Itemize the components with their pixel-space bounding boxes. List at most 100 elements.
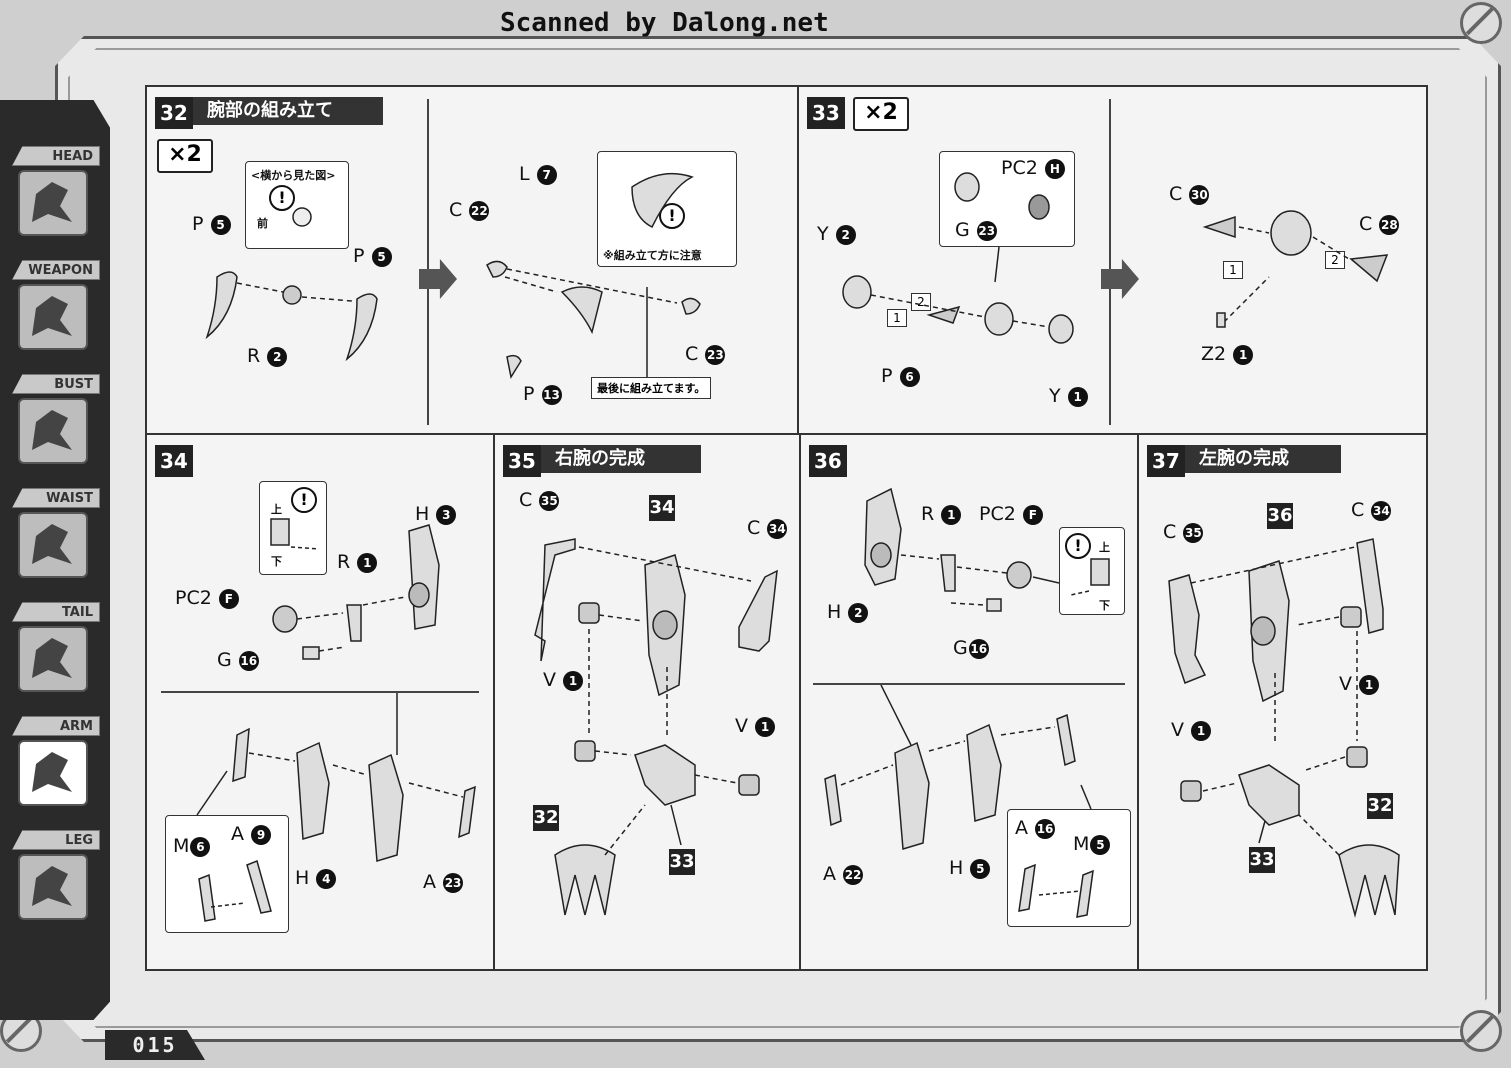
sequence-number: 1 (887, 309, 907, 327)
part-label: H 2 (827, 601, 869, 623)
step-34-illustration (196, 518, 476, 922)
divider (813, 683, 1125, 685)
part-label: Z2 1 (1201, 343, 1254, 365)
sidebar-tab-weapon[interactable]: WEAPON (8, 260, 100, 364)
last-assembly-note: 最後に組み立てます。 (591, 377, 712, 399)
ref-step-badge: 32 (1367, 793, 1393, 819)
weapon-icon (18, 284, 88, 350)
part-label: G 23 (955, 219, 997, 241)
sidebar-tab-bust[interactable]: BUST (8, 374, 100, 478)
part-label: A 9 (231, 823, 272, 845)
step-number: 33 (807, 97, 845, 129)
part-label: P 5 (192, 213, 231, 235)
step-35-panel: 35 右腕の完成 C 35 C 34 V 1 V 1 34 32 33 (493, 433, 801, 971)
part-label: C 34 (1351, 499, 1392, 521)
step-number: 34 (155, 445, 193, 477)
part-label: C 28 (1359, 213, 1400, 235)
sequence-number: 2 (911, 293, 931, 311)
caution-icon: ! (1065, 533, 1091, 559)
bust-icon (18, 398, 88, 464)
caution-icon: ! (291, 487, 317, 513)
part-label: Y 2 (817, 223, 856, 245)
step-37-panel: 37 左腕の完成 C 35 C 34 V 1 V 1 36 32 33 (1137, 433, 1428, 971)
part-label: A 22 (823, 863, 864, 885)
waist-icon (18, 512, 88, 578)
part-label: PC2 F (979, 503, 1043, 525)
sidebar-tab-leg[interactable]: LEG (8, 830, 100, 934)
sidebar-tab-arm[interactable]: ARM (8, 716, 100, 820)
arm-icon (18, 740, 88, 806)
sidebar-tab-label: TAIL (12, 602, 100, 622)
ref-step-badge: 33 (1249, 847, 1275, 873)
part-label: A 16 (1015, 817, 1056, 839)
part-label: G 16 (217, 649, 259, 671)
down-label: 下 (271, 555, 282, 568)
part-label: Y 1 (1049, 385, 1088, 407)
part-label: L 7 (519, 163, 557, 185)
part-label: H 5 (949, 857, 991, 879)
part-label: A 23 (423, 871, 464, 893)
step-number: 37 (1147, 445, 1185, 477)
ref-step-badge: 32 (533, 805, 559, 831)
sidebar-tab-label: HEAD (12, 146, 100, 166)
corner-gear-icon (1460, 2, 1502, 44)
sidebar-tab-waist[interactable]: WAIST (8, 488, 100, 592)
part-label: PC2 F (175, 587, 239, 609)
sidebar-tab-label: ARM (12, 716, 100, 736)
sequence-number: 1 (1223, 261, 1243, 279)
step-33-panel: 33 ×2 PC2 H G 23 Y 2 P 6 Y 1 C 30 C 28 Z… (797, 85, 1428, 435)
divider (427, 99, 429, 425)
ref-step-badge: 33 (669, 849, 695, 875)
step-title: 腕部の組み立て (193, 97, 383, 125)
ref-step-badge: 36 (1267, 503, 1293, 529)
step-36-illustration (824, 487, 1110, 918)
sidebar-tab-tail[interactable]: TAIL (8, 602, 100, 706)
step-number: 35 (503, 445, 541, 477)
sequence-number: 2 (1325, 251, 1345, 269)
tail-icon (18, 626, 88, 692)
up-label: 上 (1099, 541, 1110, 554)
part-label: H 4 (295, 867, 337, 889)
sidebar-tab-label: WEAPON (12, 260, 100, 280)
part-label: R 1 (921, 503, 962, 525)
part-label: C 34 (747, 517, 788, 539)
part-label: C 23 (685, 343, 726, 365)
caution-icon: ! (269, 185, 295, 211)
side-view-callout (245, 161, 349, 249)
caution-note: ※組み立て方に注意 (603, 249, 702, 262)
part-label: H 3 (415, 503, 457, 525)
step-32-illustration (205, 172, 701, 379)
leg-icon (18, 854, 88, 920)
step-35-illustration (534, 538, 778, 916)
part-label: V 1 (543, 669, 584, 691)
scan-credit: Scanned by Dalong.net (500, 8, 829, 38)
step-32-panel: 32 腕部の組み立て ×2 <横から見た図> ! 前 P 5 P 5 R 2 L… (145, 85, 799, 435)
divider (161, 691, 479, 693)
part-label: V 1 (1171, 719, 1212, 741)
part-label: P 13 (523, 383, 562, 405)
step-37-illustration (1168, 538, 1400, 918)
part-label: C 35 (1163, 521, 1204, 543)
part-label: P 6 (881, 365, 920, 387)
corner-gear-icon (1460, 1010, 1502, 1052)
step-title: 右腕の完成 (541, 445, 701, 473)
ref-step-badge: 34 (649, 495, 675, 521)
part-label: R 1 (337, 551, 378, 573)
page-number: 015 (105, 1030, 205, 1060)
step-title: 左腕の完成 (1185, 445, 1341, 473)
sidebar-tab-head[interactable]: HEAD (8, 146, 100, 250)
step-33-illustration (842, 172, 1389, 344)
part-label: P 5 (353, 245, 392, 267)
sidebar-tab-label: WAIST (12, 488, 100, 508)
down-label: 下 (1099, 599, 1110, 612)
sidebar-tab-label: LEG (12, 830, 100, 850)
quantity-box: ×2 (853, 97, 909, 131)
head-icon (18, 170, 88, 236)
part-label: C 22 (449, 199, 490, 221)
part-label: R 2 (247, 345, 288, 367)
